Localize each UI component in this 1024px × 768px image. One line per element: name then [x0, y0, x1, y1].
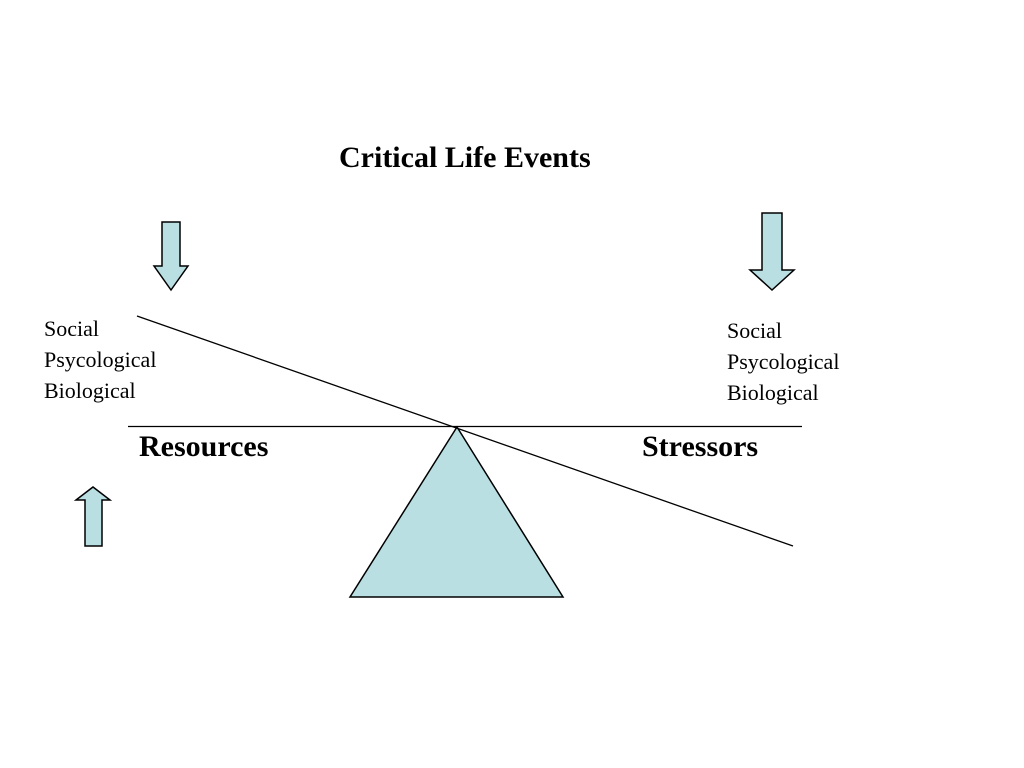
left-factor-social: Social [44, 316, 99, 341]
stressors-label: Stressors [642, 430, 759, 463]
right-factor-social: Social [727, 318, 782, 343]
arrow-down-icon [748, 212, 796, 292]
fulcrum-triangle [348, 425, 565, 598]
tilted-lever-beam [136, 315, 794, 547]
right-factor-psycological: Psycological [727, 349, 840, 374]
resources-label: Resources [139, 430, 269, 463]
left-factor-list: Social Psycological Biological [44, 313, 156, 406]
left-factor-psycological: Psycological [44, 347, 157, 372]
arrow-up-icon [73, 486, 113, 547]
right-factor-list: Social Psycological Biological [727, 315, 839, 408]
diagram-title: Critical Life Events [339, 141, 591, 174]
right-factor-biological: Biological [727, 380, 819, 405]
left-factor-biological: Biological [44, 378, 136, 403]
arrow-down-icon [152, 221, 190, 292]
